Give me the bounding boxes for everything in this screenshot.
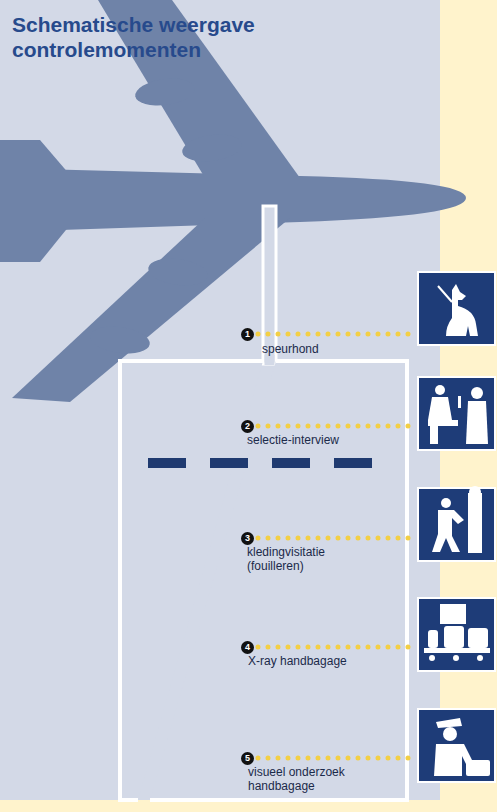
dog-icon — [438, 284, 478, 336]
checkpoint-label: X-ray handbagage — [248, 654, 347, 668]
airplane — [0, 0, 466, 402]
callout-number: 3 — [241, 532, 254, 545]
callout-number: 1 — [241, 328, 254, 341]
checkpoint-label: kledingvisitatie (fouilleren) — [247, 545, 347, 573]
interview-icon — [428, 385, 488, 444]
frisk-icon — [432, 486, 482, 553]
callout-number: 2 — [241, 420, 254, 433]
xray-icon — [424, 604, 490, 661]
barrier-dashes — [148, 458, 372, 468]
callout-number: 5 — [241, 752, 254, 765]
checkpoint-label: visueel onderzoek handbagage — [248, 765, 366, 793]
inspection-icon — [434, 718, 490, 776]
checkpoint-label: selectie-interview — [247, 433, 339, 447]
checkpoint-label: speurhond — [262, 342, 319, 356]
callout-number: 4 — [241, 641, 254, 654]
diagram-title: Schematische weergave controlemomenten — [12, 12, 274, 62]
panel — [0, 0, 440, 800]
building-outline — [120, 206, 407, 800]
icon-boxes — [418, 272, 495, 782]
